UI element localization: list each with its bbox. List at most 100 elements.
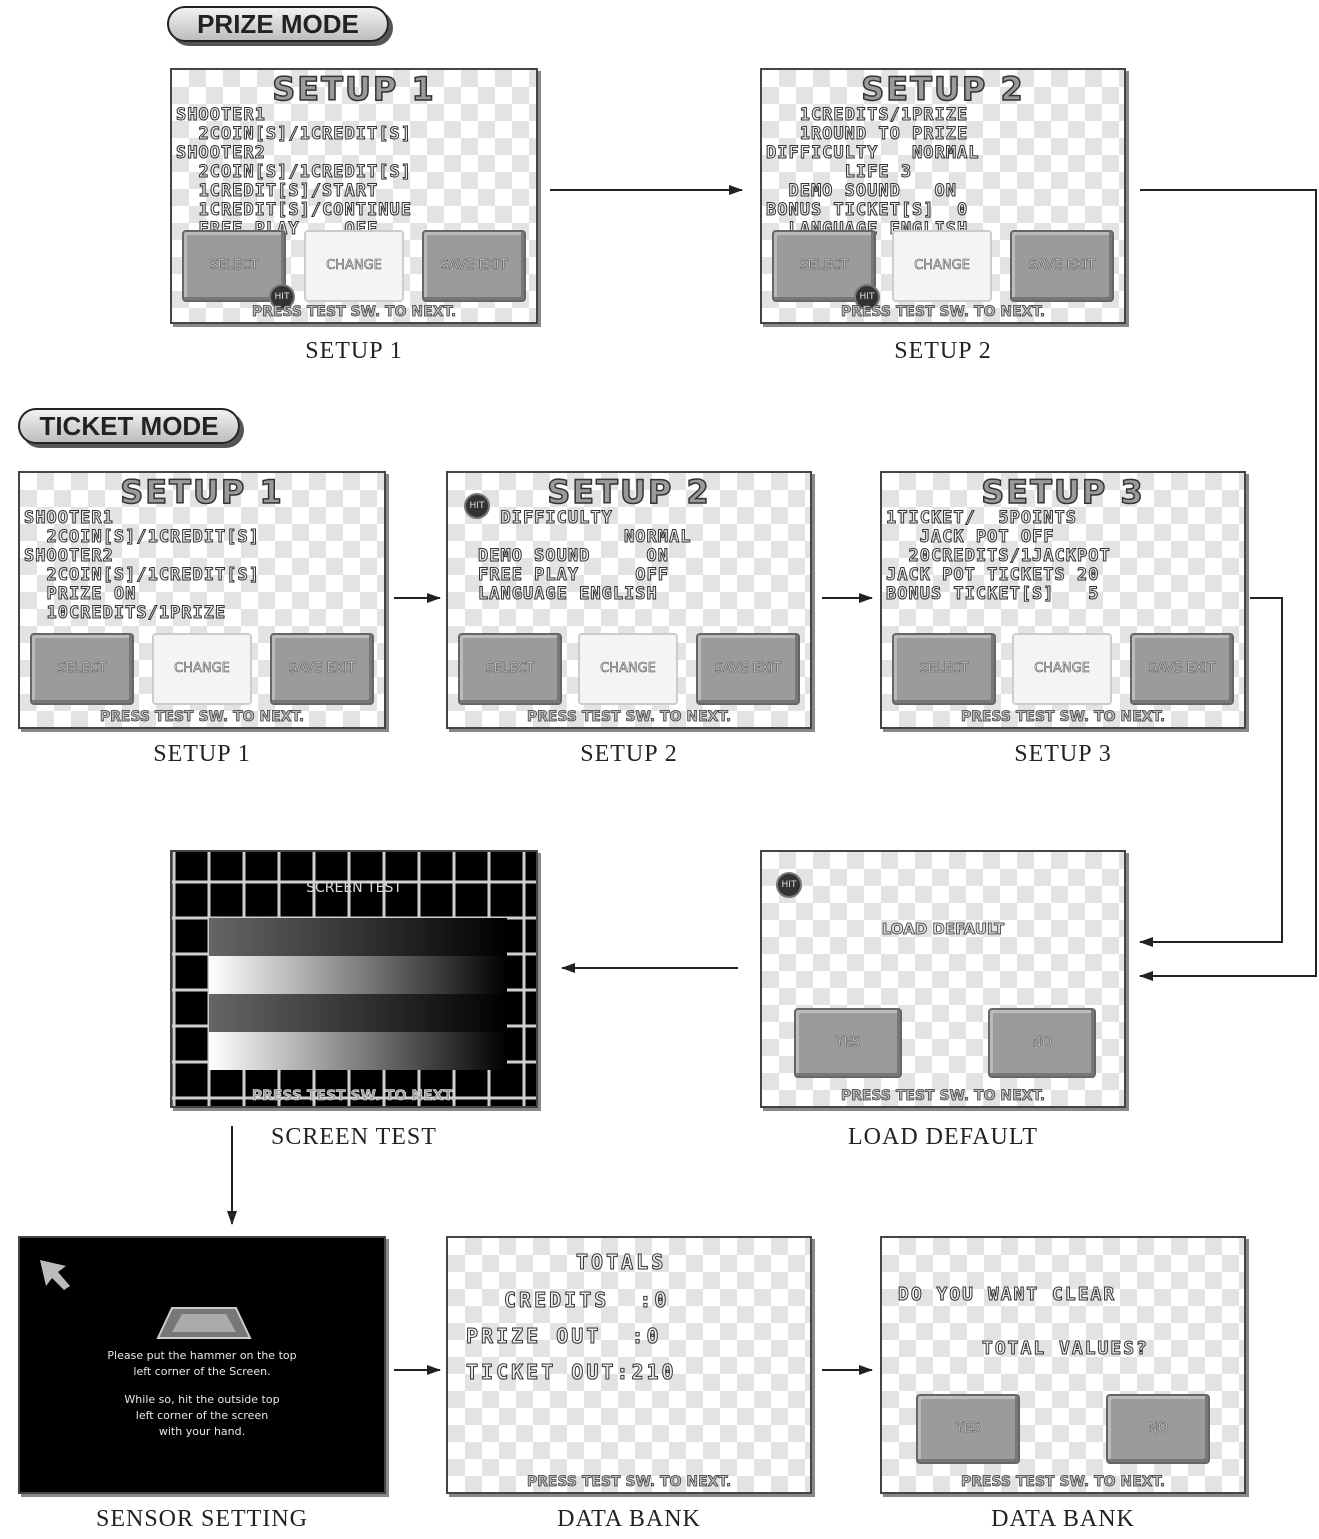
screen-title: SETUP 1 [119, 473, 284, 512]
screen-test-screen: SCREEN TEST PRESS TEST SW. TO NEXT. [170, 850, 538, 1108]
screen-title: SETUP 1 [271, 70, 436, 109]
caption: SETUP 1 [153, 741, 251, 767]
ticket-setup2-screen: HIT SETUP 2 DIFFICULTY NORMAL DEMO SOUND… [446, 471, 812, 729]
sensor-line: Please put the hammer on the top [107, 1349, 297, 1362]
setup-line: JACK POT OFF [886, 527, 1055, 547]
credits-total: CREDITS :0 [503, 1288, 670, 1313]
setup-lines: DIFFICULTY NORMAL DEMO SOUND ON FREE PLA… [478, 508, 808, 604]
press-test-footer: PRESS TEST SW. TO NEXT. [960, 709, 1166, 726]
setup-line: NORMAL [478, 527, 692, 547]
no-button[interactable]: NO [988, 1008, 1096, 1078]
setup-line: DIFFICULTY NORMAL [766, 143, 980, 163]
no-button[interactable]: NO [1106, 1394, 1210, 1464]
save-exit-button[interactable]: SAVE EXIT [1010, 230, 1114, 302]
clear-question: DO YOU WANT CLEAR TOTAL VALUES? [898, 1250, 1149, 1394]
setup-line: 1TICKET/ 5POINTS [886, 508, 1077, 528]
setup-line: 2COIN[S]/1CREDIT[S] [176, 124, 412, 144]
caption: DATA BANK [991, 1506, 1135, 1532]
caption: SCREEN TEST [271, 1124, 437, 1150]
setup-line: 2COIN[S]/1CREDIT[S] [24, 565, 260, 585]
caption: SETUP 3 [1014, 741, 1112, 767]
select-button[interactable]: SELECT [182, 230, 286, 302]
caption: SETUP 2 [894, 338, 992, 364]
setup-line: JACK POT TICKETS 20 [886, 565, 1100, 585]
caption: SETUP 1 [305, 338, 403, 364]
caption: DATA BANK [557, 1506, 701, 1532]
setup-line: DEMO SOUND ON [766, 181, 957, 201]
press-test-footer: PRESS TEST SW. TO NEXT. [251, 304, 457, 321]
hammer-cursor-icon: HIT [776, 872, 802, 898]
hammer-cursor-icon: HIT [269, 284, 295, 310]
caption: LOAD DEFAULT [848, 1124, 1038, 1150]
yes-button[interactable]: YES [916, 1394, 1020, 1464]
clear-question-line: DO YOU WANT CLEAR [898, 1284, 1117, 1305]
load-default-screen: HIT LOAD DEFAULT YES NO PRESS TEST SW. T… [760, 850, 1126, 1108]
setup-line: SHOOTER1 [24, 508, 114, 528]
setup-lines: 1TICKET/ 5POINTS JACK POT OFF 20CREDITS/… [886, 508, 1242, 604]
ticket-out-total: TICKET OUT:210 [466, 1360, 677, 1385]
press-test-footer: PRESS TEST SW. TO NEXT. [99, 709, 305, 726]
yes-button[interactable]: YES [794, 1008, 902, 1078]
change-button[interactable]: CHANGE [1012, 633, 1112, 705]
sensor-instructions: Please put the hammer on the top left co… [20, 1348, 384, 1440]
save-exit-button[interactable]: SAVE EXIT [270, 633, 374, 705]
setup-line: FREE PLAY OFF [478, 565, 669, 585]
setup-line: LIFE 3 [766, 162, 913, 182]
press-test-footer: PRESS TEST SW. TO NEXT. [840, 1088, 1046, 1105]
setup-line: SHOOTER2 [24, 546, 114, 566]
prize-setup2-screen: SETUP 2 1CREDITS/1PRIZE 1ROUND TO PRIZE … [760, 68, 1126, 324]
select-button[interactable]: SELECT [458, 633, 562, 705]
screen-test-heading: SCREEN TEST [306, 880, 402, 896]
screen-title: SETUP 2 [546, 473, 711, 512]
change-button[interactable]: CHANGE [304, 230, 404, 302]
setup-line: 20CREDITS/1JACKPOT [886, 546, 1111, 566]
setup-line: 10CREDITS/1PRIZE [24, 603, 227, 623]
change-button[interactable]: CHANGE [578, 633, 678, 705]
hammer-cursor-icon: HIT [464, 493, 490, 519]
setup-line: 1CREDIT[S]/CONTINUE [176, 200, 412, 220]
select-button[interactable]: SELECT [30, 633, 134, 705]
setup-line: BONUS TICKET[S] 0 [766, 200, 969, 220]
data-bank-totals-screen: TOTALS CREDITS :0 PRIZE OUT :0 TICKET OU… [446, 1236, 812, 1494]
screen-test-grid [172, 852, 536, 1106]
setup-line: 1CREDITS/1PRIZE [766, 105, 969, 125]
ticket-mode-label: TICKET MODE [18, 408, 240, 444]
sensor-setting-screen: Please put the hammer on the top left co… [18, 1236, 386, 1494]
setup-line: PRIZE ON [24, 584, 137, 604]
setup-line: LANGUAGE ENGLISH [478, 584, 658, 604]
setup-line: 2COIN[S]/1CREDIT[S] [24, 527, 260, 547]
prize-mode-label: PRIZE MODE [167, 6, 389, 42]
sensor-line: left corner of the screen [135, 1409, 269, 1422]
sensor-line: While so, hit the outside top [124, 1393, 280, 1406]
totals-heading: TOTALS [575, 1250, 667, 1275]
screen-title: SETUP 3 [980, 473, 1145, 512]
setup-line: DEMO SOUND ON [478, 546, 669, 566]
arrow-ticket-3-to-load-default [1139, 597, 1283, 947]
ticket-setup1-screen: SETUP 1 SHOOTER1 2COIN[S]/1CREDIT[S] SHO… [18, 471, 386, 729]
sensor-line: with your hand. [158, 1425, 246, 1438]
sensor-line: left corner of the Screen. [133, 1365, 271, 1378]
ticket-setup3-screen: SETUP 3 1TICKET/ 5POINTS JACK POT OFF 20… [880, 471, 1246, 729]
select-button[interactable]: SELECT [892, 633, 996, 705]
setup-lines: 1CREDITS/1PRIZE 1ROUND TO PRIZE DIFFICUL… [766, 105, 1122, 239]
setup-line: 1ROUND TO PRIZE [766, 124, 969, 144]
clear-question-line: TOTAL VALUES? [982, 1338, 1149, 1359]
setup-line: SHOOTER1 [176, 105, 266, 125]
change-button[interactable]: CHANGE [152, 633, 252, 705]
save-exit-button[interactable]: SAVE EXIT [696, 633, 800, 705]
hammer-cursor-icon: HIT [854, 284, 880, 310]
caption: SETUP 2 [580, 741, 678, 767]
press-test-footer: PRESS TEST SW. TO NEXT. [526, 709, 732, 726]
press-test-footer: PRESS TEST SW. TO NEXT. [526, 1474, 732, 1491]
save-exit-button[interactable]: SAVE EXIT [1130, 633, 1234, 705]
change-button[interactable]: CHANGE [892, 230, 992, 302]
setup-line: SHOOTER2 [176, 143, 266, 163]
press-test-footer: PRESS TEST SW. TO NEXT. [251, 1088, 457, 1105]
caption: SENSOR SETTING [95, 1506, 308, 1532]
hammer-pad-icon [156, 1307, 252, 1339]
prize-setup1-screen: SETUP 1 SHOOTER1 2COIN[S]/1CREDIT[S] SHO… [170, 68, 538, 324]
save-exit-button[interactable]: SAVE EXIT [422, 230, 526, 302]
setup-line: 1CREDIT[S]/START [176, 181, 379, 201]
setup-lines: SHOOTER1 2COIN[S]/1CREDIT[S] SHOOTER2 2C… [24, 508, 382, 623]
